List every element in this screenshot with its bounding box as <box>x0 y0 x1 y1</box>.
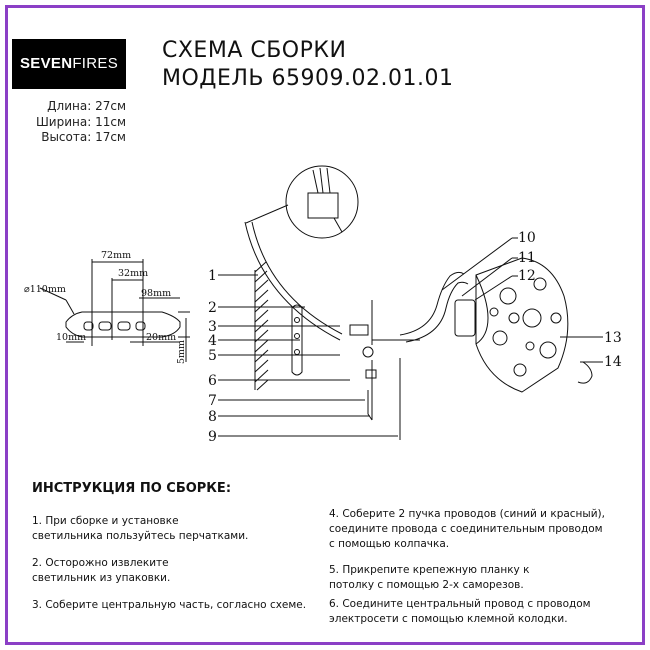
instruction-step-2: 2. Осторожно извлеките светильник из упа… <box>32 557 171 584</box>
callout-14: 14 <box>604 354 622 370</box>
dimension-length: Длина: 27см <box>47 99 126 113</box>
page-frame <box>5 5 645 645</box>
callout-1: 1 <box>208 268 217 284</box>
leader-lines <box>218 237 603 437</box>
instruction-step-5: 5. Прикрепите крепежную планку к потолку… <box>329 564 530 591</box>
model-title: МОДЕЛЬ 65909.02.01.01 <box>162 66 454 91</box>
callout-10: 10 <box>518 230 536 246</box>
callout-8: 8 <box>208 409 217 425</box>
dim-20mm: 20mm <box>146 332 176 343</box>
dim-10mm: 10mm <box>56 332 86 343</box>
callout-5: 5 <box>208 348 217 364</box>
instruction-step-1: 1. При сборке и установке светильника по… <box>32 515 249 542</box>
dimension-height: Высота: 17см <box>41 130 126 144</box>
callout-7: 7 <box>208 393 217 409</box>
wiring-detail <box>245 165 359 239</box>
callout-4: 4 <box>208 333 217 349</box>
lamp-arm <box>244 221 469 440</box>
brand-logo: SEVENFIRES <box>12 39 126 89</box>
callout-3: 3 <box>208 319 217 335</box>
dimensions-block: Длина: 27см Ширина: 11см Высота: 17см <box>12 99 126 146</box>
callout-11: 11 <box>518 250 536 266</box>
callout-6: 6 <box>208 373 217 389</box>
dim-32mm: 32mm <box>118 268 148 279</box>
wall-plate <box>291 304 303 376</box>
mounting-plate-drawing <box>39 259 190 362</box>
callout-13: 13 <box>604 330 622 346</box>
dimension-width: Ширина: 11см <box>35 114 126 129</box>
dim-72mm: 72mm <box>101 250 131 261</box>
wall-hatch <box>254 261 269 391</box>
instruction-step-4: 4. Соберите 2 пучка проводов (синий и кр… <box>329 508 605 550</box>
instructions-heading: ИНСТРУКЦИЯ ПО СБОРКЕ: <box>32 481 232 496</box>
instruction-step-3: 3. Соберите центральную часть, согласно … <box>32 599 307 611</box>
dim-98mm: 98mm <box>141 288 171 299</box>
callout-2: 2 <box>208 300 217 316</box>
callout-9: 9 <box>208 429 217 445</box>
dim-110mm: ⌀110mm <box>24 284 66 295</box>
callout-12: 12 <box>518 268 536 284</box>
dim-5mm: 5mm <box>176 340 187 364</box>
page-title: СХЕМА СБОРКИ <box>162 38 347 63</box>
lamp-shade <box>454 257 593 393</box>
instruction-step-6: 6. Соедините центральный провод с провод… <box>329 598 591 625</box>
